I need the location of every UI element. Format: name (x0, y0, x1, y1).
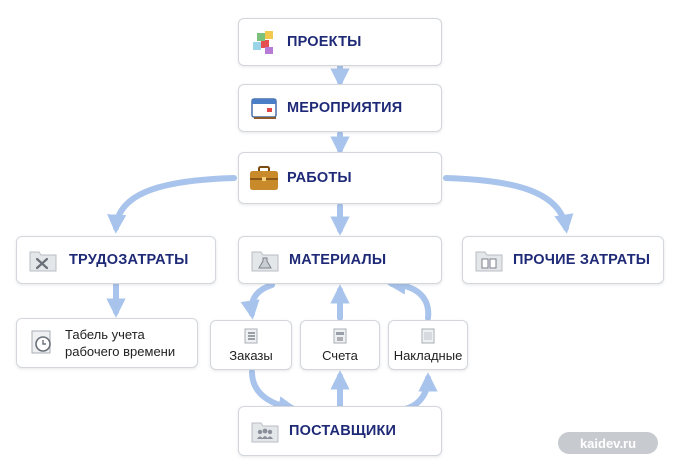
node-timesheet-label-line2: рабочего времени (65, 344, 176, 359)
people-folder-icon (251, 422, 279, 443)
node-orders[interactable]: Заказы (210, 320, 292, 370)
node-timesheet[interactable]: Табель учета рабочего времени (16, 318, 198, 368)
arrow-works-other (443, 175, 574, 234)
node-suppliers-label: ПОСТАВЩИКИ (289, 423, 397, 439)
node-other-costs-label: ПРОЧИЕ ЗАТРАТЫ (513, 252, 651, 268)
flask-folder-icon (251, 251, 279, 272)
arrow-waybills-materials (386, 275, 432, 321)
clock-document-icon (31, 330, 51, 354)
node-waybills-label: Накладные (393, 347, 463, 363)
invoice-document-icon (333, 328, 347, 343)
arrow-materials-orders (240, 282, 275, 320)
watermark-text: kaidev.ru (579, 435, 637, 451)
node-waybills[interactable]: Накладные (388, 320, 468, 370)
node-materials[interactable]: МАТЕРИАЛЫ (238, 236, 442, 284)
book-folder-icon (475, 251, 503, 272)
arrow-orders-suppliers (249, 369, 298, 416)
calendar-icon (251, 98, 277, 119)
node-materials-label: МАТЕРИАЛЫ (289, 252, 387, 268)
node-other-costs[interactable]: ПРОЧИЕ ЗАТРАТЫ (462, 236, 664, 284)
tools-folder-icon (29, 251, 57, 272)
projects-cubes-icon (253, 31, 273, 54)
waybill-document-icon (421, 328, 435, 343)
node-labor-costs-label: ТРУДОЗАТРАТЫ (69, 252, 189, 268)
node-labor-costs[interactable]: ТРУДОЗАТРАТЫ (16, 236, 216, 284)
node-timesheet-label-line1: Табель учета (65, 327, 145, 342)
node-projects[interactable]: ПРОЕКТЫ (238, 18, 442, 66)
node-works[interactable]: РАБОТЫ (238, 152, 442, 204)
node-suppliers[interactable]: ПОСТАВЩИКИ (238, 406, 442, 456)
node-invoices-label: Счета (322, 347, 358, 363)
node-projects-label: ПРОЕКТЫ (287, 34, 362, 50)
node-works-label: РАБОТЫ (287, 170, 352, 186)
node-invoices[interactable]: Счета (300, 320, 380, 370)
node-orders-label: Заказы (229, 347, 273, 363)
list-document-icon (244, 328, 258, 343)
briefcase-icon (250, 166, 278, 190)
watermark-badge: kaidev.ru (558, 432, 658, 454)
node-events[interactable]: МЕРОПРИЯТИЯ (238, 84, 442, 132)
arrow-works-labor (107, 175, 237, 234)
node-events-label: МЕРОПРИЯТИЯ (287, 100, 403, 116)
